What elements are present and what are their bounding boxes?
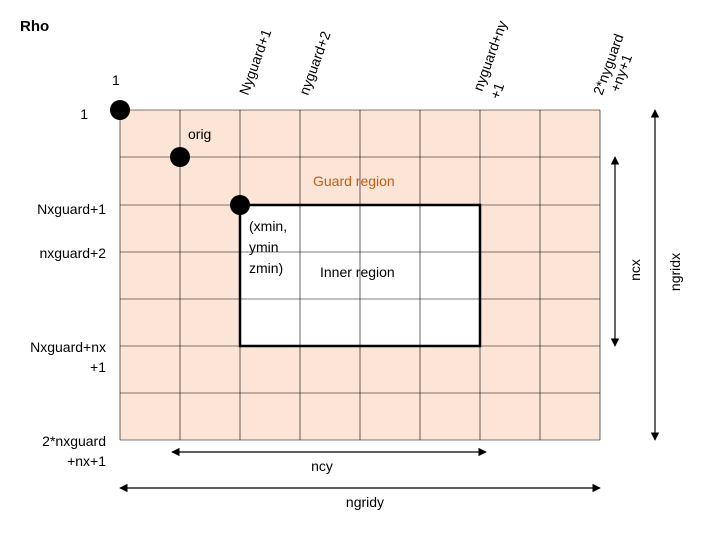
inner-region-border <box>238 203 482 348</box>
diagram-title: Rho <box>20 18 49 35</box>
top-label-nyguard-plus1: Nyguard+1 <box>236 27 275 97</box>
ncx-label: ncx <box>627 259 643 281</box>
min-point-label-y: ymin <box>249 239 279 255</box>
left-label-nxguard-nx-plus1-a: Nxguard+nx <box>30 339 106 355</box>
left-label-nxguard-plus1: Nxguard+1 <box>37 201 106 217</box>
guard-region-label: Guard region <box>313 173 395 189</box>
min-point-label-x: (xmin, <box>249 218 287 234</box>
left-label-2nxguard-a: 2*nxguard <box>42 433 106 449</box>
corner-point-dot <box>110 100 130 120</box>
ncy-label: ncy <box>311 458 333 474</box>
left-label-1: 1 <box>80 106 88 122</box>
ngridy-label: ngridy <box>346 494 384 510</box>
orig-point-dot <box>170 147 190 167</box>
left-label-nxguard-nx-plus1-b: +1 <box>90 359 106 375</box>
top-label-nyguard-ny-plus1-b: +1 <box>487 80 508 101</box>
top-label-nyguard-plus2: nyguard+2 <box>296 29 334 97</box>
ngridx-label: ngridx <box>667 253 683 291</box>
left-label-2nxguard-b: +nx+1 <box>67 453 106 469</box>
orig-label: orig <box>188 126 211 142</box>
min-point-label-z: zmin) <box>249 260 283 276</box>
top-label-1: 1 <box>112 72 120 88</box>
min-point-dot <box>230 195 250 215</box>
top-label-nyguard-ny-plus1-a: nyguard+ny <box>470 18 510 93</box>
left-label-nxguard-plus2: nxguard+2 <box>39 245 106 261</box>
inner-region-label: Inner region <box>320 264 395 280</box>
